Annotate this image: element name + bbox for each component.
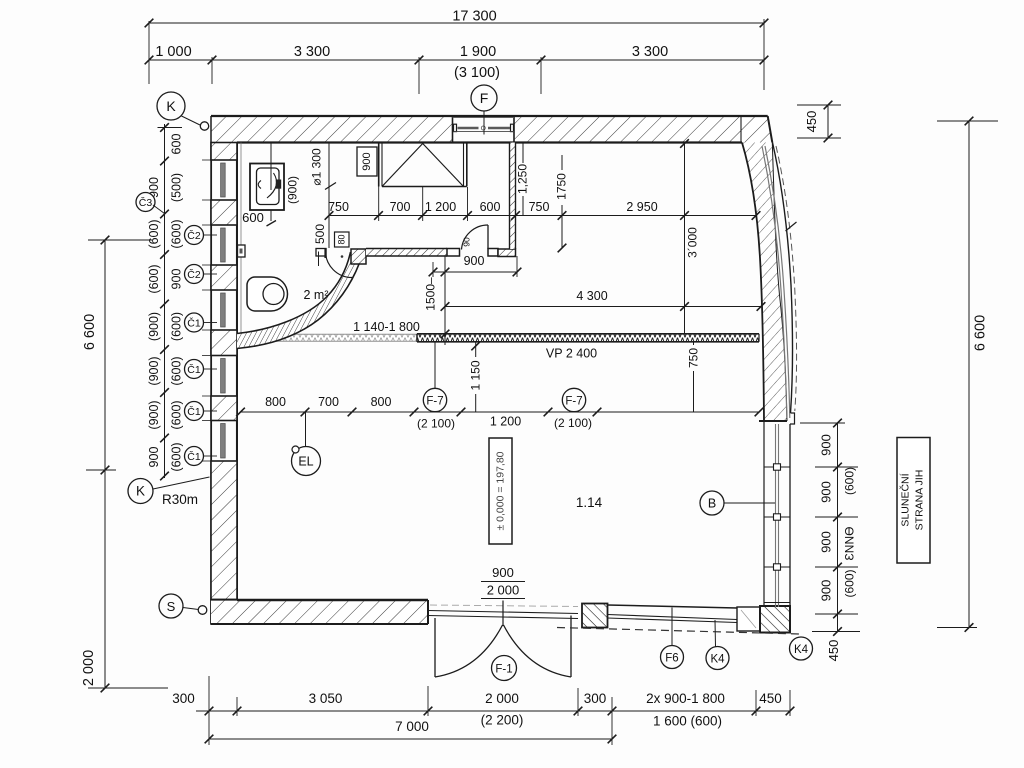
svg-text:2 950: 2 950 [626,200,657,214]
svg-text:3 300: 3 300 [294,44,330,60]
svg-text:750: 750 [687,348,701,368]
svg-text:450: 450 [759,691,782,706]
svg-text:(600): (600) [843,467,857,495]
svg-text:1 900: 1 900 [460,44,496,60]
svg-text:900: 900 [464,254,485,268]
svg-text:(600): (600) [170,400,184,429]
svg-text:90: 90 [462,237,472,247]
svg-text:1 200: 1 200 [425,200,456,214]
svg-text:R30m: R30m [162,492,198,507]
svg-text:(2 200): (2 200) [481,713,524,728]
svg-text:600: 600 [242,210,264,225]
svg-text:F-7: F-7 [426,396,443,408]
svg-text:(3 100): (3 100) [454,65,500,81]
svg-text:(600): (600) [170,356,184,385]
svg-text:300: 300 [172,691,195,706]
svg-text:700: 700 [318,395,339,409]
svg-text:450: 450 [804,111,819,133]
svg-text:800: 800 [371,395,392,409]
svg-text:80: 80 [337,234,347,244]
svg-text:1 150: 1 150 [469,360,483,390]
svg-text:(500): (500) [170,173,184,202]
svg-text:(600): (600) [843,569,857,597]
svg-text:⌀1 300: ⌀1 300 [310,148,324,186]
svg-text:(600): (600) [147,219,161,248]
svg-text:Č2: Č2 [187,268,201,281]
svg-text:2 000: 2 000 [81,650,97,686]
svg-text:300: 300 [584,691,607,706]
svg-text:17 300: 17 300 [452,9,496,25]
svg-text:K: K [136,484,145,499]
svg-text:K4: K4 [710,654,725,666]
svg-text:700: 700 [390,200,411,214]
svg-text:750: 750 [529,200,550,214]
svg-text:900: 900 [819,481,834,503]
svg-text:600: 600 [170,134,184,155]
svg-text:6 600: 6 600 [82,314,98,350]
svg-text:2 m²: 2 m² [304,288,329,302]
svg-text:(2 100): (2 100) [554,416,592,430]
svg-text:900: 900 [147,177,161,198]
svg-text:K4: K4 [794,644,809,656]
svg-text:F-7: F-7 [565,396,582,408]
svg-text:1 140-1 800: 1 140-1 800 [353,320,420,334]
svg-text:1 600 (600): 1 600 (600) [653,714,722,729]
svg-text:6 600: 6 600 [973,315,989,351]
svg-text:900: 900 [819,531,834,553]
svg-text:(900): (900) [147,400,161,429]
svg-text:600: 600 [480,200,501,214]
svg-text:(900): (900) [147,312,161,341]
svg-text:900: 900 [819,434,834,456]
svg-text:(900): (900) [286,176,300,204]
svg-text:7 000: 7 000 [395,719,429,734]
svg-text:1750: 1750 [555,173,569,200]
svg-text:3´000: 3´000 [686,227,700,258]
svg-text:900: 900 [361,152,373,170]
svg-text:2 000: 2 000 [485,691,519,706]
svg-text:Č2: Č2 [187,229,201,242]
svg-text:Č1: Č1 [187,317,201,330]
svg-text:450: 450 [826,640,841,662]
svg-text:1,250: 1,250 [516,164,530,194]
svg-text:1 200: 1 200 [490,415,521,429]
svg-text:(2 100): (2 100) [417,417,455,431]
svg-text:Č1: Č1 [187,363,201,376]
svg-text:800: 800 [265,395,286,409]
svg-text:1 000: 1 000 [155,44,191,60]
svg-text:F-1: F-1 [495,664,512,676]
svg-text:STRANA JIH: STRANA JIH [914,470,926,531]
svg-text:(600): (600) [170,219,184,248]
svg-text:(600): (600) [170,312,184,341]
svg-text:K: K [166,98,176,114]
svg-text:3 300: 3 300 [632,44,668,60]
svg-text:SLUNEČNÍ: SLUNEČNÍ [899,473,912,526]
svg-text:4 300: 4 300 [576,289,607,303]
svg-text:900: 900 [492,565,514,580]
svg-text:F: F [480,90,489,106]
svg-text:900: 900 [170,269,184,290]
svg-text:S: S [167,599,176,614]
svg-text:Č1: Č1 [187,405,201,418]
svg-text:1.14: 1.14 [576,495,603,510]
svg-text:3 050: 3 050 [309,691,343,706]
svg-text:EL: EL [298,455,313,469]
svg-text:VP 2 400: VP 2 400 [546,347,597,361]
svg-text:900: 900 [147,447,161,468]
svg-text:2x 900-1 800: 2x 900-1 800 [646,691,725,706]
svg-text:± 0,000 = 197,80: ± 0,000 = 197,80 [495,451,507,530]
svg-text:ƐNNƟ: ƐNNƟ [843,527,857,561]
svg-text:(600): (600) [170,442,184,471]
svg-text:(900): (900) [147,356,161,385]
svg-text:F6: F6 [665,653,678,665]
svg-text:900: 900 [819,580,834,602]
svg-text:Č3: Č3 [139,196,153,209]
svg-text:2 000: 2 000 [487,583,520,598]
svg-text:B: B [708,497,716,511]
svg-text:(600): (600) [147,264,161,293]
svg-text:750: 750 [328,200,349,214]
svg-text:Č1: Č1 [187,450,201,463]
svg-text:1500–: 1500– [424,277,438,311]
svg-text:500: 500 [313,224,327,244]
